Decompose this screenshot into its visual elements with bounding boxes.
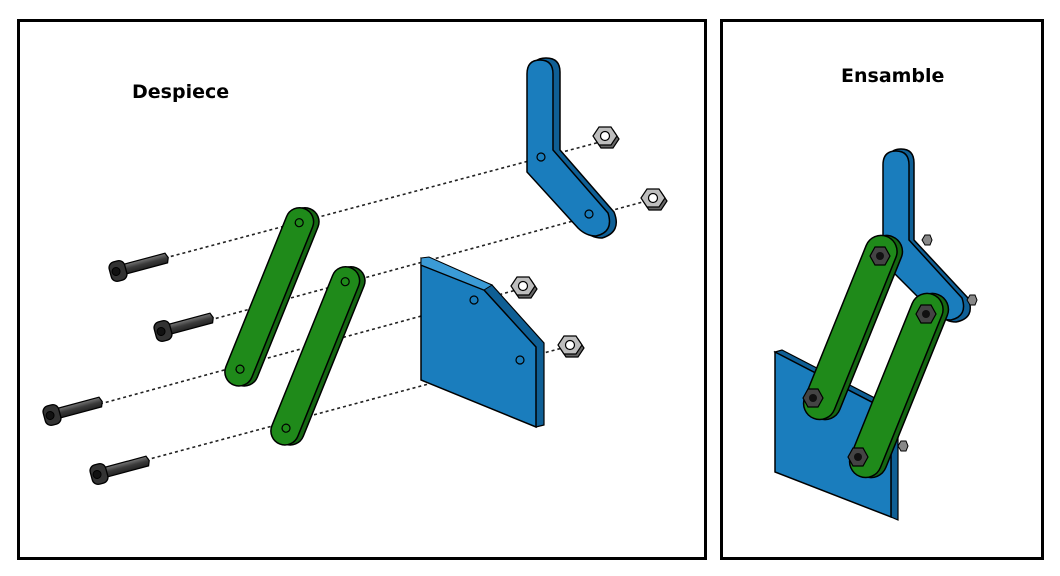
bolt — [42, 396, 103, 427]
assembly-fasteners — [802, 234, 978, 467]
bolt — [153, 312, 214, 343]
green-link-upper — [224, 207, 320, 387]
blue-l-bracket — [526, 57, 617, 239]
assembly-drawing — [773, 148, 978, 521]
assembly-bolt-head — [915, 304, 937, 324]
assembly-bolt-head — [869, 246, 891, 266]
assembly-nut — [897, 440, 909, 452]
hex-nut — [640, 188, 668, 211]
bolt — [108, 252, 169, 283]
assembly-bolt-head — [802, 388, 824, 408]
green-link-lower — [270, 266, 366, 446]
exploded-view-title: Despiece — [132, 81, 230, 103]
hex-nuts — [510, 126, 668, 358]
bolts — [42, 252, 214, 486]
assembly-view-title: Ensamble — [841, 65, 945, 87]
assembly-bolt-head — [847, 447, 869, 467]
assembly-nut — [966, 294, 978, 306]
assembly-green-link-upper — [802, 234, 904, 421]
blue-base-plate — [420, 256, 545, 429]
hex-nut — [510, 276, 538, 299]
assembly-green-link-lower — [848, 292, 950, 479]
hex-nut — [592, 126, 620, 149]
assembly-nut — [921, 234, 933, 246]
bolt — [89, 455, 150, 486]
hex-nut — [557, 335, 585, 358]
